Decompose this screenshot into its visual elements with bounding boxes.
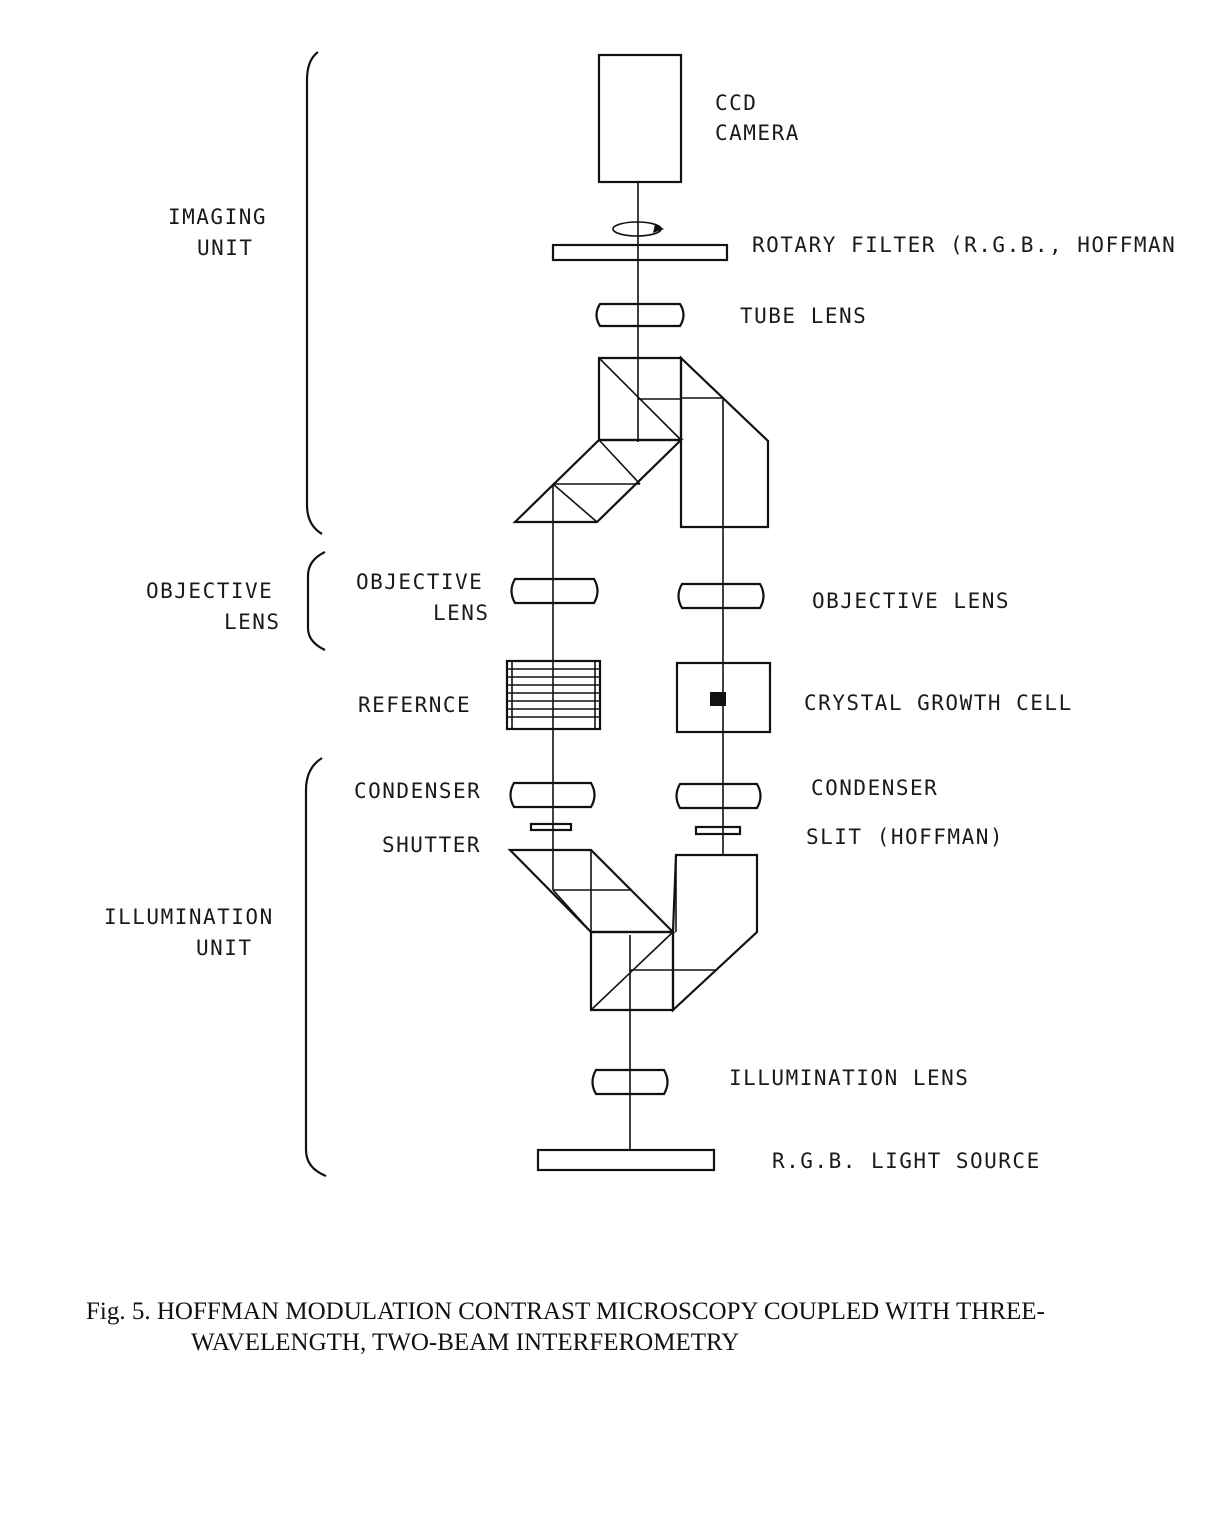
imaging-unit-label-1: IMAGING — [168, 205, 267, 229]
objective-left-label-2: LENS — [433, 601, 490, 625]
shutter-plate — [529, 822, 573, 832]
shutter-label: SHUTTER — [382, 833, 481, 857]
slit-plate — [694, 825, 742, 836]
imaging-unit-label-2: UNIT — [197, 236, 254, 260]
caption-line-2: WAVELENGTH, TWO-BEAM INTERFEROMETRY — [191, 1329, 740, 1356]
objective-lens-right-shape — [677, 582, 765, 610]
lower-left-diag — [552, 889, 592, 933]
light-source-plate — [536, 1148, 716, 1172]
objective-lens-bracket — [306, 551, 326, 651]
condenser-right-label: CONDENSER — [811, 776, 938, 800]
condenser-left-label: CONDENSER — [354, 779, 481, 803]
slit-label: SLIT (HOFFMAN) — [806, 825, 1004, 849]
lower-prism-diagonal — [590, 931, 674, 1011]
rotary-filter-plate — [551, 243, 729, 262]
caption-line-1: Fig. 5. HOFFMAN MODULATION CONTRAST MICR… — [86, 1298, 1045, 1325]
illumination-lens-shape — [591, 1068, 669, 1096]
ccd-label-2: CAMERA — [715, 121, 800, 145]
reference-label: REFERNCE — [358, 693, 471, 717]
crystal-cell-label: CRYSTAL GROWTH CELL — [804, 691, 1073, 715]
illumination-unit-label-1: ILLUMINATION — [104, 905, 274, 929]
objective-lens-group-label-1: OBJECTIVE — [146, 579, 273, 603]
objective-right-label: OBJECTIVE LENS — [812, 589, 1010, 613]
ccd-camera-box — [597, 53, 683, 184]
upper-left-rhomboid-diag2 — [598, 439, 641, 485]
condenser-right-shape — [675, 782, 762, 810]
objective-lens-group-label-2: LENS — [224, 610, 281, 634]
crystal-growth-cell — [675, 661, 772, 734]
lower-right-rhomboid — [671, 853, 759, 1013]
objective-lens-left-shape — [510, 577, 599, 605]
tube-lens-shape — [595, 302, 685, 328]
condenser-left-shape — [509, 781, 596, 809]
upper-right-rhomboid — [679, 355, 770, 529]
upper-left-rhomboid-diag — [552, 483, 598, 523]
light-source-label: R.G.B. LIGHT SOURCE — [772, 1149, 1041, 1173]
crystal-sample-icon — [710, 692, 726, 706]
illumination-unit-label-2: UNIT — [196, 936, 253, 960]
imaging-unit-bracket — [305, 51, 323, 535]
rotation-arrow-icon — [612, 221, 662, 237]
figure-caption: Fig. 5. HOFFMAN MODULATION CONTRAST MICR… — [86, 1296, 1206, 1358]
illumination-unit-bracket — [304, 757, 327, 1178]
ccd-label-1: CCD — [715, 91, 757, 115]
upper-left-rhomboid — [512, 438, 684, 524]
tube-lens-label: TUBE LENS — [740, 304, 867, 328]
rotation-arrowhead-icon — [653, 224, 664, 233]
reference-cell — [505, 659, 602, 731]
illumination-lens-label: ILLUMINATION LENS — [729, 1066, 969, 1090]
objective-left-label-1: OBJECTIVE — [356, 570, 483, 594]
rotary-filter-label: ROTARY FILTER (R.G.B., HOFFMAN — [752, 233, 1176, 257]
reference-cell-hatching — [507, 661, 600, 729]
